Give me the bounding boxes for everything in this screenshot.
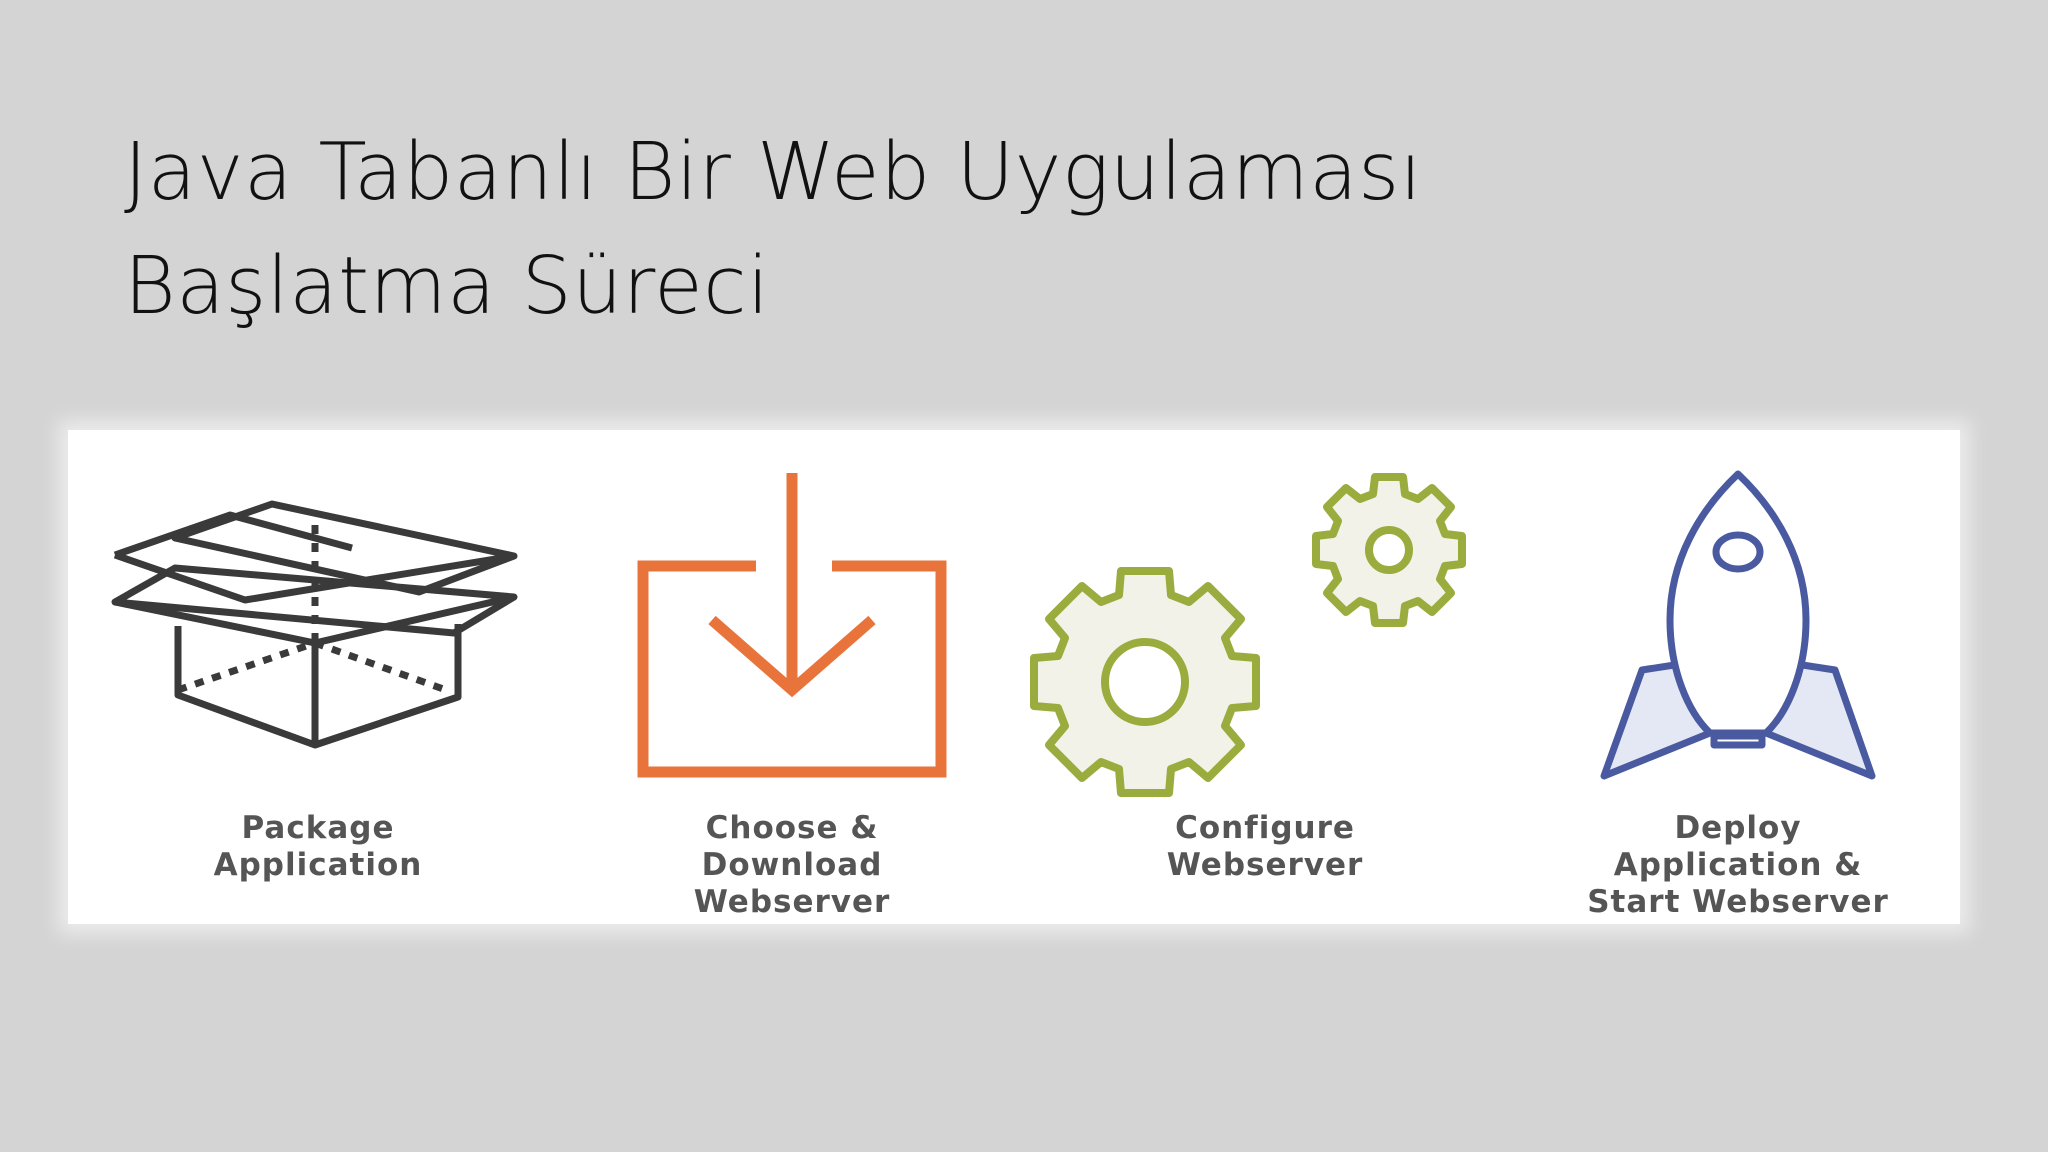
step-label-line: Application & <box>1613 847 1863 883</box>
step-label-line: Application <box>213 847 423 883</box>
rocket-icon <box>1600 470 1876 780</box>
step-label-line: Package <box>241 810 395 846</box>
step-label-line: Start Webserver <box>1587 884 1889 920</box>
step-label-configure: Configure Webserver <box>1045 810 1485 884</box>
step-label-line: Webserver <box>1166 847 1364 883</box>
title-line-2: Başlatma Süreci <box>124 239 770 332</box>
rocket-body <box>1666 470 1810 737</box>
download-icon <box>637 473 947 778</box>
slide-title: Java Tabanlı Bir Web Uygulaması Başlatma… <box>124 115 1624 343</box>
title-line-1: Java Tabanlı Bir Web Uygulaması <box>124 125 1423 218</box>
step-label-line: Download <box>701 847 883 883</box>
step-label-line: Deploy <box>1674 810 1802 846</box>
step-label-line: Choose & <box>705 810 879 846</box>
step-label-line: Configure <box>1175 810 1355 846</box>
step-label-package: Package Application <box>98 810 538 884</box>
step-label-deploy: Deploy Application & Start Webserver <box>1518 810 1958 921</box>
step-label-line: Webserver <box>693 884 891 920</box>
box-icon <box>111 500 518 749</box>
step-label-download: Choose & Download Webserver <box>572 810 1012 921</box>
rocket-window <box>1712 531 1764 573</box>
gears-icon <box>1030 473 1466 797</box>
rocket-nozzle <box>1710 732 1766 749</box>
